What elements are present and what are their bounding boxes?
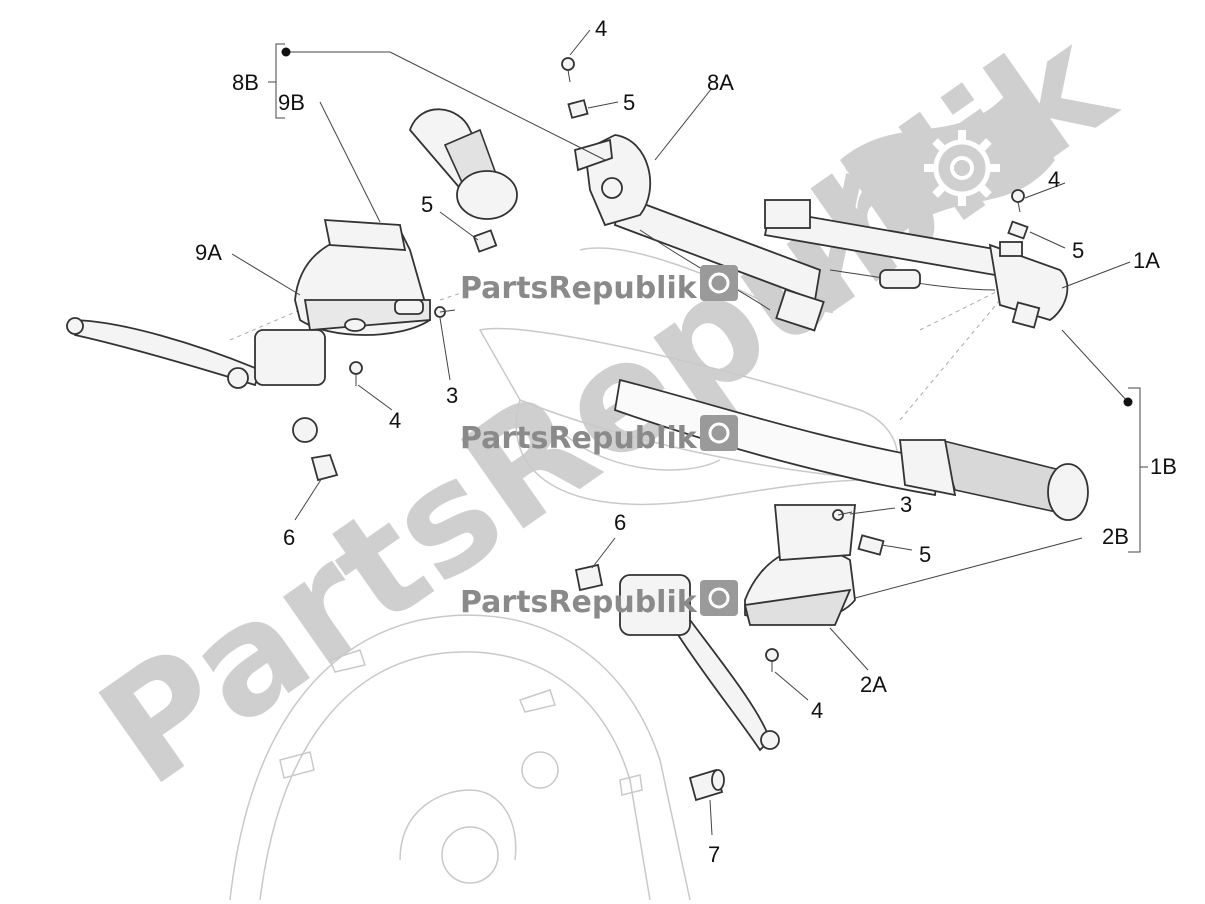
label-4-left: 4	[389, 408, 401, 433]
label-8a: 8A	[707, 70, 734, 95]
gear-icon	[708, 587, 730, 609]
gear-icon	[708, 422, 730, 444]
label-6-left: 6	[283, 525, 295, 550]
screw-3-left	[434, 306, 456, 318]
label-7: 7	[708, 842, 720, 867]
label-4-right: 4	[1048, 167, 1060, 192]
clip-5-right	[857, 534, 885, 556]
right-brake-lever	[619, 574, 780, 752]
label-6-right: 6	[614, 510, 626, 535]
gear-icon	[924, 130, 1000, 206]
switch-6-left	[310, 453, 339, 482]
screw-3-right	[832, 509, 853, 521]
label-5-left: 5	[421, 192, 433, 217]
screw-4-bottom	[765, 648, 779, 672]
label-1b: 1B	[1150, 454, 1177, 479]
label-9b: 9B	[278, 90, 305, 115]
flag-shape	[840, 90, 1055, 240]
socket-7	[688, 768, 725, 802]
clip-5-right-top	[1007, 220, 1029, 240]
clip-5-left	[472, 229, 498, 253]
screw-4-left	[349, 361, 363, 386]
label-1a: 1A	[1133, 248, 1160, 273]
label-2a: 2A	[860, 672, 887, 697]
watermark-row-3: PartsRepublik	[460, 580, 738, 620]
bracket-8b	[268, 43, 291, 119]
callout-labels: 4 5 8A 8B 9B 5 9A 3 4 6 4 5 1A 1B 3 5 2B…	[195, 16, 1177, 867]
watermark-text-2: PartsRepublik	[460, 421, 698, 456]
switch-6-right	[574, 563, 604, 592]
leader-lines	[231, 29, 1131, 836]
ghost-scooter-outline	[229, 247, 899, 901]
bracket-1b	[1123, 387, 1148, 553]
right-grip	[898, 438, 1089, 521]
part-2a-2b-right-cover	[743, 504, 856, 626]
part-8a-left-switch	[573, 134, 825, 332]
watermark-text-1: PartsRepublik	[460, 271, 698, 306]
label-9a: 9A	[195, 240, 222, 265]
screw-4-right-top	[1011, 189, 1025, 213]
part-9a-9b-left-cover	[294, 219, 432, 336]
part-1a-right-switch	[763, 199, 1069, 329]
label-4-bottom: 4	[811, 698, 823, 723]
hardware-screws	[310, 57, 1029, 802]
label-5-top: 5	[623, 90, 635, 115]
left-grip	[408, 108, 518, 220]
label-5-lower: 5	[919, 542, 931, 567]
label-2b: 2B	[1102, 524, 1129, 549]
clip-5-top	[567, 99, 589, 119]
label-5-right: 5	[1072, 238, 1084, 263]
gear-icon	[708, 272, 730, 294]
label-3-right: 3	[900, 492, 912, 517]
label-4-top: 4	[595, 16, 607, 41]
left-brake-lever	[66, 317, 326, 443]
label-8b: 8B	[232, 70, 259, 95]
screw-4-top	[561, 57, 575, 83]
watermark-row-2: PartsRepublik	[460, 415, 738, 456]
label-3-left: 3	[446, 383, 458, 408]
watermark-row-1: PartsRepublik	[460, 265, 738, 306]
watermark-text-3: PartsRepublik	[460, 585, 698, 620]
